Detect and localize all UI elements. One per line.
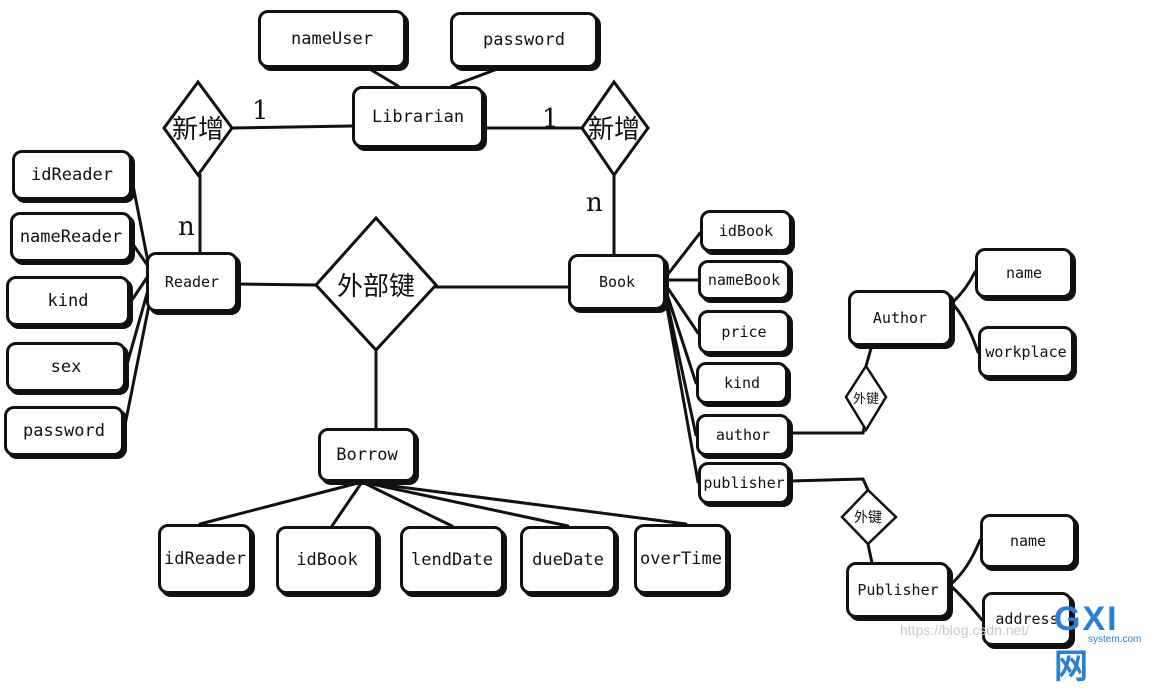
relationship-foreign-key-author-diamond: [844, 363, 888, 433]
attr-reader-idreader: idReader: [12, 150, 132, 200]
attr-borrow-idbook: idBook: [276, 526, 378, 594]
relationship-foreign-key-publisher-diamond: [840, 488, 898, 546]
watermark-logo-sub: system.com: [1088, 634, 1142, 645]
entity-librarian: Librarian: [352, 86, 484, 148]
attr-author-name: name: [975, 248, 1073, 298]
attr-reader-namereader: nameReader: [10, 212, 132, 262]
entity-reader: Reader: [146, 252, 238, 312]
entity-borrow: Borrow: [318, 428, 416, 482]
relationship-foreign-key-main-label: 外部键: [337, 272, 415, 302]
attr-reader-sex: sex: [6, 342, 126, 392]
relationship-add-left-diamond: [162, 79, 234, 178]
attr-book-kind: kind: [696, 362, 788, 404]
er-diagram-canvas: 新增 新增 外部键 外键 外键: [122, 66, 984, 622]
cardinality-librarian-right: 1: [542, 104, 559, 134]
relationship-add-left-label: 新增: [172, 115, 224, 145]
attr-borrow-idreader: idReader: [158, 524, 252, 594]
relationship-add-right-diamond: [580, 79, 650, 178]
attr-borrow-duedate: dueDate: [520, 526, 616, 594]
entity-author: Author: [848, 290, 952, 346]
attr-librarian-nameuser: nameUser: [258, 10, 406, 68]
attr-publisher-address: address: [982, 592, 1072, 646]
attr-reader-password: password: [4, 406, 124, 456]
attr-reader-kind: kind: [6, 276, 130, 326]
relationship-foreign-key-publisher-label: 外键: [854, 510, 882, 526]
relationship-foreign-key-author-label: 外键: [853, 392, 879, 407]
attr-borrow-overtime: overTime: [634, 524, 728, 594]
cardinality-book: n: [586, 188, 603, 218]
entity-book: Book: [568, 254, 666, 310]
attr-publisher-name: name: [980, 514, 1076, 568]
attr-book-namebook: nameBook: [698, 260, 790, 300]
attr-borrow-lenddate: lendDate: [400, 526, 504, 594]
relationship-foreign-key-main-diamond: [313, 215, 439, 353]
entity-publisher: Publisher: [846, 562, 950, 618]
attr-librarian-password: password: [450, 12, 598, 68]
attr-book-publisher: publisher: [698, 462, 790, 504]
attr-book-idbook: idBook: [700, 210, 792, 252]
watermark-url: https://blog.csdn.net/: [900, 622, 1030, 638]
cardinality-librarian-left: 1: [252, 96, 269, 126]
attr-author-workplace: workplace: [978, 326, 1074, 378]
cardinality-reader: n: [178, 212, 195, 242]
relationship-add-right-label: 新增: [588, 115, 640, 145]
attr-book-price: price: [698, 310, 790, 354]
attr-book-author: author: [696, 414, 790, 456]
